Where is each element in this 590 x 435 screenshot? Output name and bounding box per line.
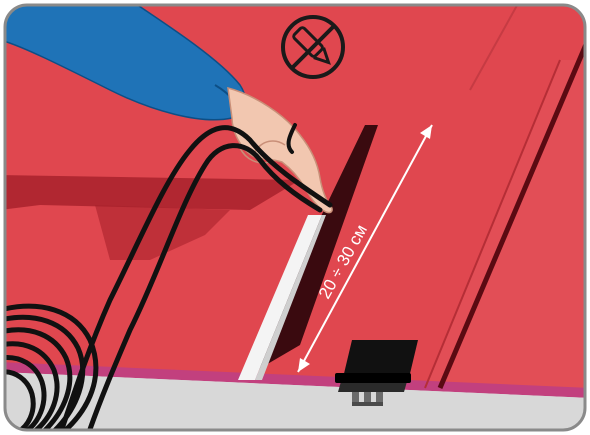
- arm-shadow: [0, 175, 300, 210]
- connector-icon: [352, 392, 383, 406]
